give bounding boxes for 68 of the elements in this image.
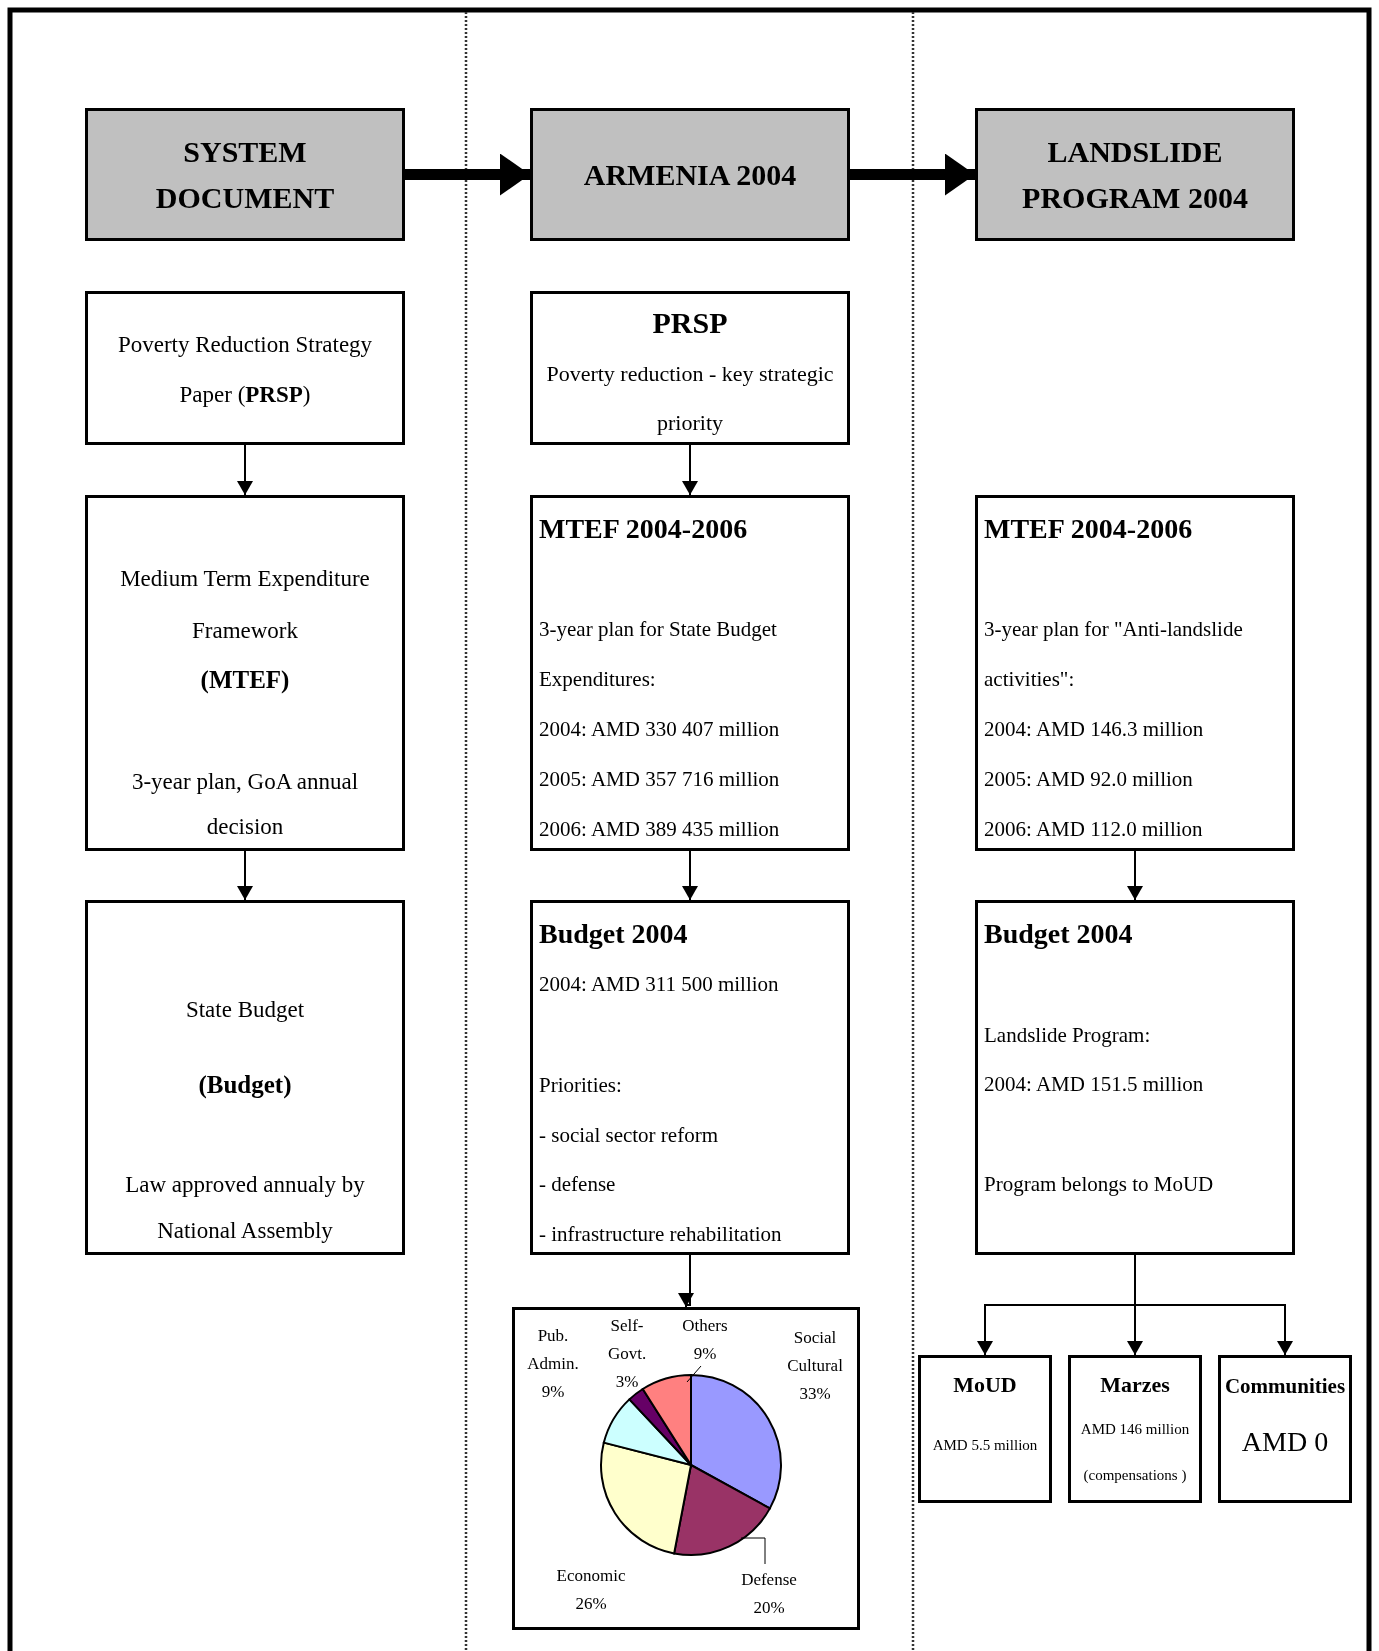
pie-label: Self-Govt. 3% [606, 1315, 648, 1393]
arrow [1127, 850, 1143, 901]
box-text: AMD 146 million (compensations ) [1079, 1420, 1191, 1485]
arrow [682, 444, 698, 496]
process-box [975, 495, 1295, 851]
box-heading: MTEF 2004-2006 [538, 512, 749, 546]
header-text: SYSTEM DOCUMENT [154, 133, 336, 216]
box-heading: (MTEF) [199, 665, 291, 696]
pie-label: Defense 20% [740, 1569, 798, 1619]
header-text: LANDSLIDE PROGRAM 2004 [1021, 133, 1249, 216]
box-text: 2006: AMD 389 435 million [538, 816, 781, 843]
box-text: Landslide Program: [983, 1022, 1152, 1049]
box-text: 2004: AMD 311 500 million [538, 971, 780, 998]
pie-label: Social Cultural 33% [786, 1327, 844, 1405]
box-text: Medium Term Expenditure Framework [119, 565, 371, 645]
box-text: - defense [538, 1171, 617, 1198]
box-text: 2005: AMD 357 716 million [538, 766, 781, 793]
process-box [85, 900, 405, 1255]
box-text: - social sector reform [538, 1122, 719, 1149]
box-text: 3-year plan for State Budget Expenditures: [538, 616, 778, 693]
process-box [530, 291, 850, 445]
process-box [530, 495, 850, 851]
box-text: Program belongs to MoUD [983, 1171, 1215, 1198]
box-text: Poverty Reduction Strategy Paper (PRSP) [116, 331, 374, 409]
arrow [237, 850, 253, 901]
box-text: 2004: AMD 330 407 million [538, 716, 781, 743]
arrow [1134, 1254, 1293, 1356]
process-box [975, 900, 1295, 1255]
box-heading: Budget 2004 [538, 917, 689, 951]
box-text: - infrastructure rehabilitation [538, 1221, 783, 1248]
box-text: State Budget [184, 996, 306, 1024]
arrow [682, 850, 698, 901]
box-heading: MoUD [952, 1371, 1018, 1399]
arrow [850, 153, 975, 196]
process-box [85, 495, 405, 851]
process-box [1068, 1355, 1202, 1503]
box-text: 2005: AMD 92.0 million [983, 766, 1194, 793]
box-heading: MTEF 2004-2006 [983, 512, 1194, 546]
box-heading: Marzes [1099, 1371, 1171, 1399]
header-box [975, 108, 1295, 241]
process-box [1218, 1355, 1352, 1503]
box-heading: Communities [1223, 1373, 1347, 1400]
box-text: 2004: AMD 146.3 million [983, 716, 1205, 743]
process-box [918, 1355, 1052, 1503]
box-text: Poverty reduction - key strategic priority [545, 360, 835, 437]
header-box [85, 108, 405, 241]
header-text: ARMENIA 2004 [582, 156, 798, 193]
box-heading: PRSP [651, 305, 729, 341]
box-text: Law approved annualy by National Assembly [124, 1171, 366, 1245]
box-text: 2004: AMD 151.5 million [983, 1071, 1205, 1098]
process-box [85, 291, 405, 445]
box-text: AMD 5.5 million [931, 1436, 1039, 1455]
pie-label: Economic 26% [555, 1565, 627, 1615]
pie-label: Others 9% [681, 1315, 729, 1365]
arrow [237, 444, 253, 496]
box-text: 3-year plan, GoA annual decision [130, 768, 360, 841]
box-heading: (Budget) [197, 1070, 293, 1101]
box-heading: Budget 2004 [983, 917, 1134, 951]
box-text: Priorities: [538, 1072, 623, 1099]
arrow [678, 1254, 694, 1308]
box-text: AMD 0 [1240, 1425, 1330, 1459]
process-box [530, 900, 850, 1255]
pie-label: Pub. Admin. 9% [526, 1325, 580, 1403]
chart-frame [512, 1307, 860, 1630]
box-text: 3-year plan for "Anti-landslide activities": [983, 616, 1244, 693]
header-box [530, 108, 850, 241]
box-text: 2006: AMD 112.0 million [983, 816, 1204, 843]
arrow [405, 153, 530, 196]
